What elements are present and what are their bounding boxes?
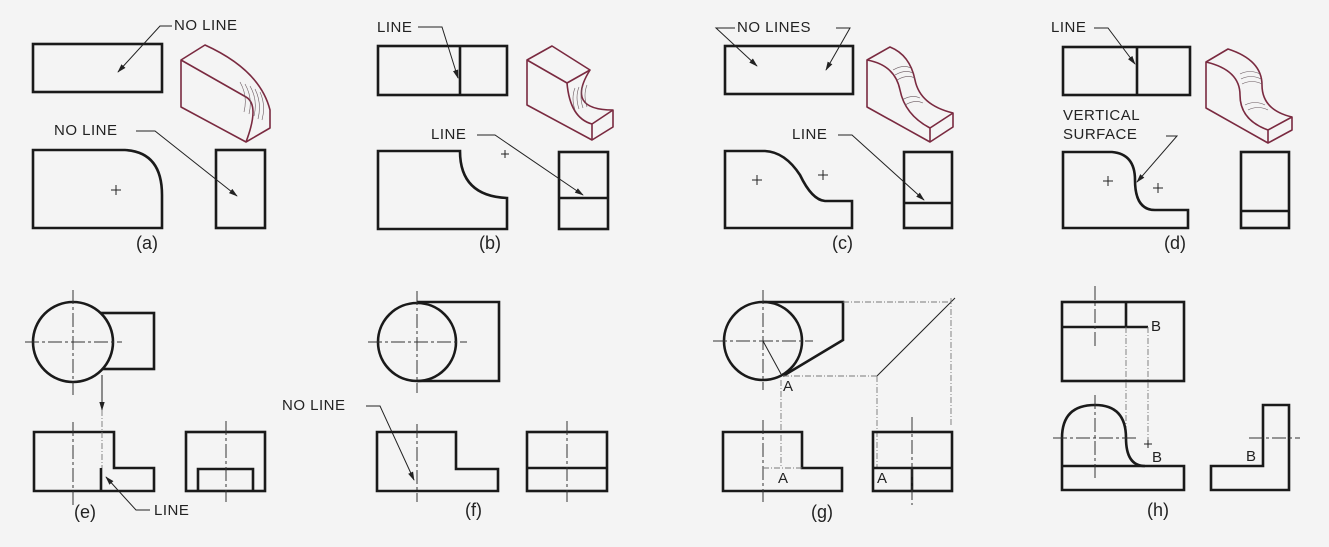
a-isometric: [180, 44, 271, 143]
caption-h: (h): [1147, 500, 1169, 520]
label-c-side-line: LINE: [792, 126, 828, 143]
label-h-top-b: B: [1151, 318, 1162, 335]
label-a-top-no-line: NO LINE: [174, 17, 238, 34]
label-b-side-line: LINE: [431, 126, 467, 143]
caption-d: (d): [1164, 233, 1186, 253]
b-top-view: [376, 44, 509, 97]
d-top-view: [1061, 45, 1192, 97]
caption-f: (f): [465, 500, 482, 520]
c-side-view: [902, 150, 954, 230]
panel-e: [25, 290, 267, 511]
caption-b: (b): [479, 233, 501, 253]
panel-b: [376, 26, 614, 231]
a-center-mark-icon: [111, 185, 121, 195]
b-isometric: [526, 45, 614, 141]
label-h-front-b: B: [1152, 449, 1163, 466]
d-front-view: [1061, 150, 1190, 230]
h-top-view: [1060, 300, 1186, 383]
a-top-view: [31, 42, 164, 94]
f-front-view: [375, 430, 500, 493]
panel-c: [714, 27, 954, 230]
caption-a: (a): [136, 233, 158, 253]
e-front-view: [32, 430, 156, 493]
label-c-top-no-lines: NO LINES: [737, 19, 812, 36]
d-isometric: [1205, 48, 1293, 144]
label-d-surface: SURFACE: [1063, 126, 1138, 143]
label-g-front-a: A: [778, 470, 789, 487]
h-side-view: [1209, 403, 1291, 492]
caption-e: (e): [74, 502, 96, 522]
label-g-side-a: A: [877, 470, 888, 487]
panel-a: [31, 25, 271, 230]
label-g-top-a: A: [783, 378, 794, 395]
label-e-line: LINE: [154, 502, 190, 519]
panel-h: [1053, 286, 1300, 492]
f-top-view: [417, 300, 501, 383]
b-front-view: [376, 149, 509, 231]
panel-f: [366, 291, 609, 502]
a-front-view: [31, 148, 164, 230]
label-b-top-line: LINE: [377, 19, 413, 36]
label-d-vertical: VERTICAL: [1063, 107, 1141, 124]
label-a-front-no-line: NO LINE: [54, 122, 118, 139]
label-f-no-line: NO LINE: [282, 397, 346, 414]
h-front-view: [1060, 403, 1186, 492]
c-isometric: [866, 46, 954, 143]
g-top-view: [763, 300, 845, 378]
panel-g: [713, 290, 956, 505]
c-top-view: [723, 44, 855, 96]
caption-g: (g): [811, 502, 833, 522]
a-side-view: [214, 148, 267, 230]
d-side-view: [1239, 150, 1291, 230]
b-side-view: [557, 150, 610, 231]
caption-c: (c): [832, 233, 853, 253]
g-front-view: [721, 430, 844, 493]
label-h-side-b: B: [1246, 448, 1257, 465]
panel-d: [1061, 27, 1293, 230]
label-d-top-line: LINE: [1051, 19, 1087, 36]
c-front-view: [723, 149, 854, 230]
